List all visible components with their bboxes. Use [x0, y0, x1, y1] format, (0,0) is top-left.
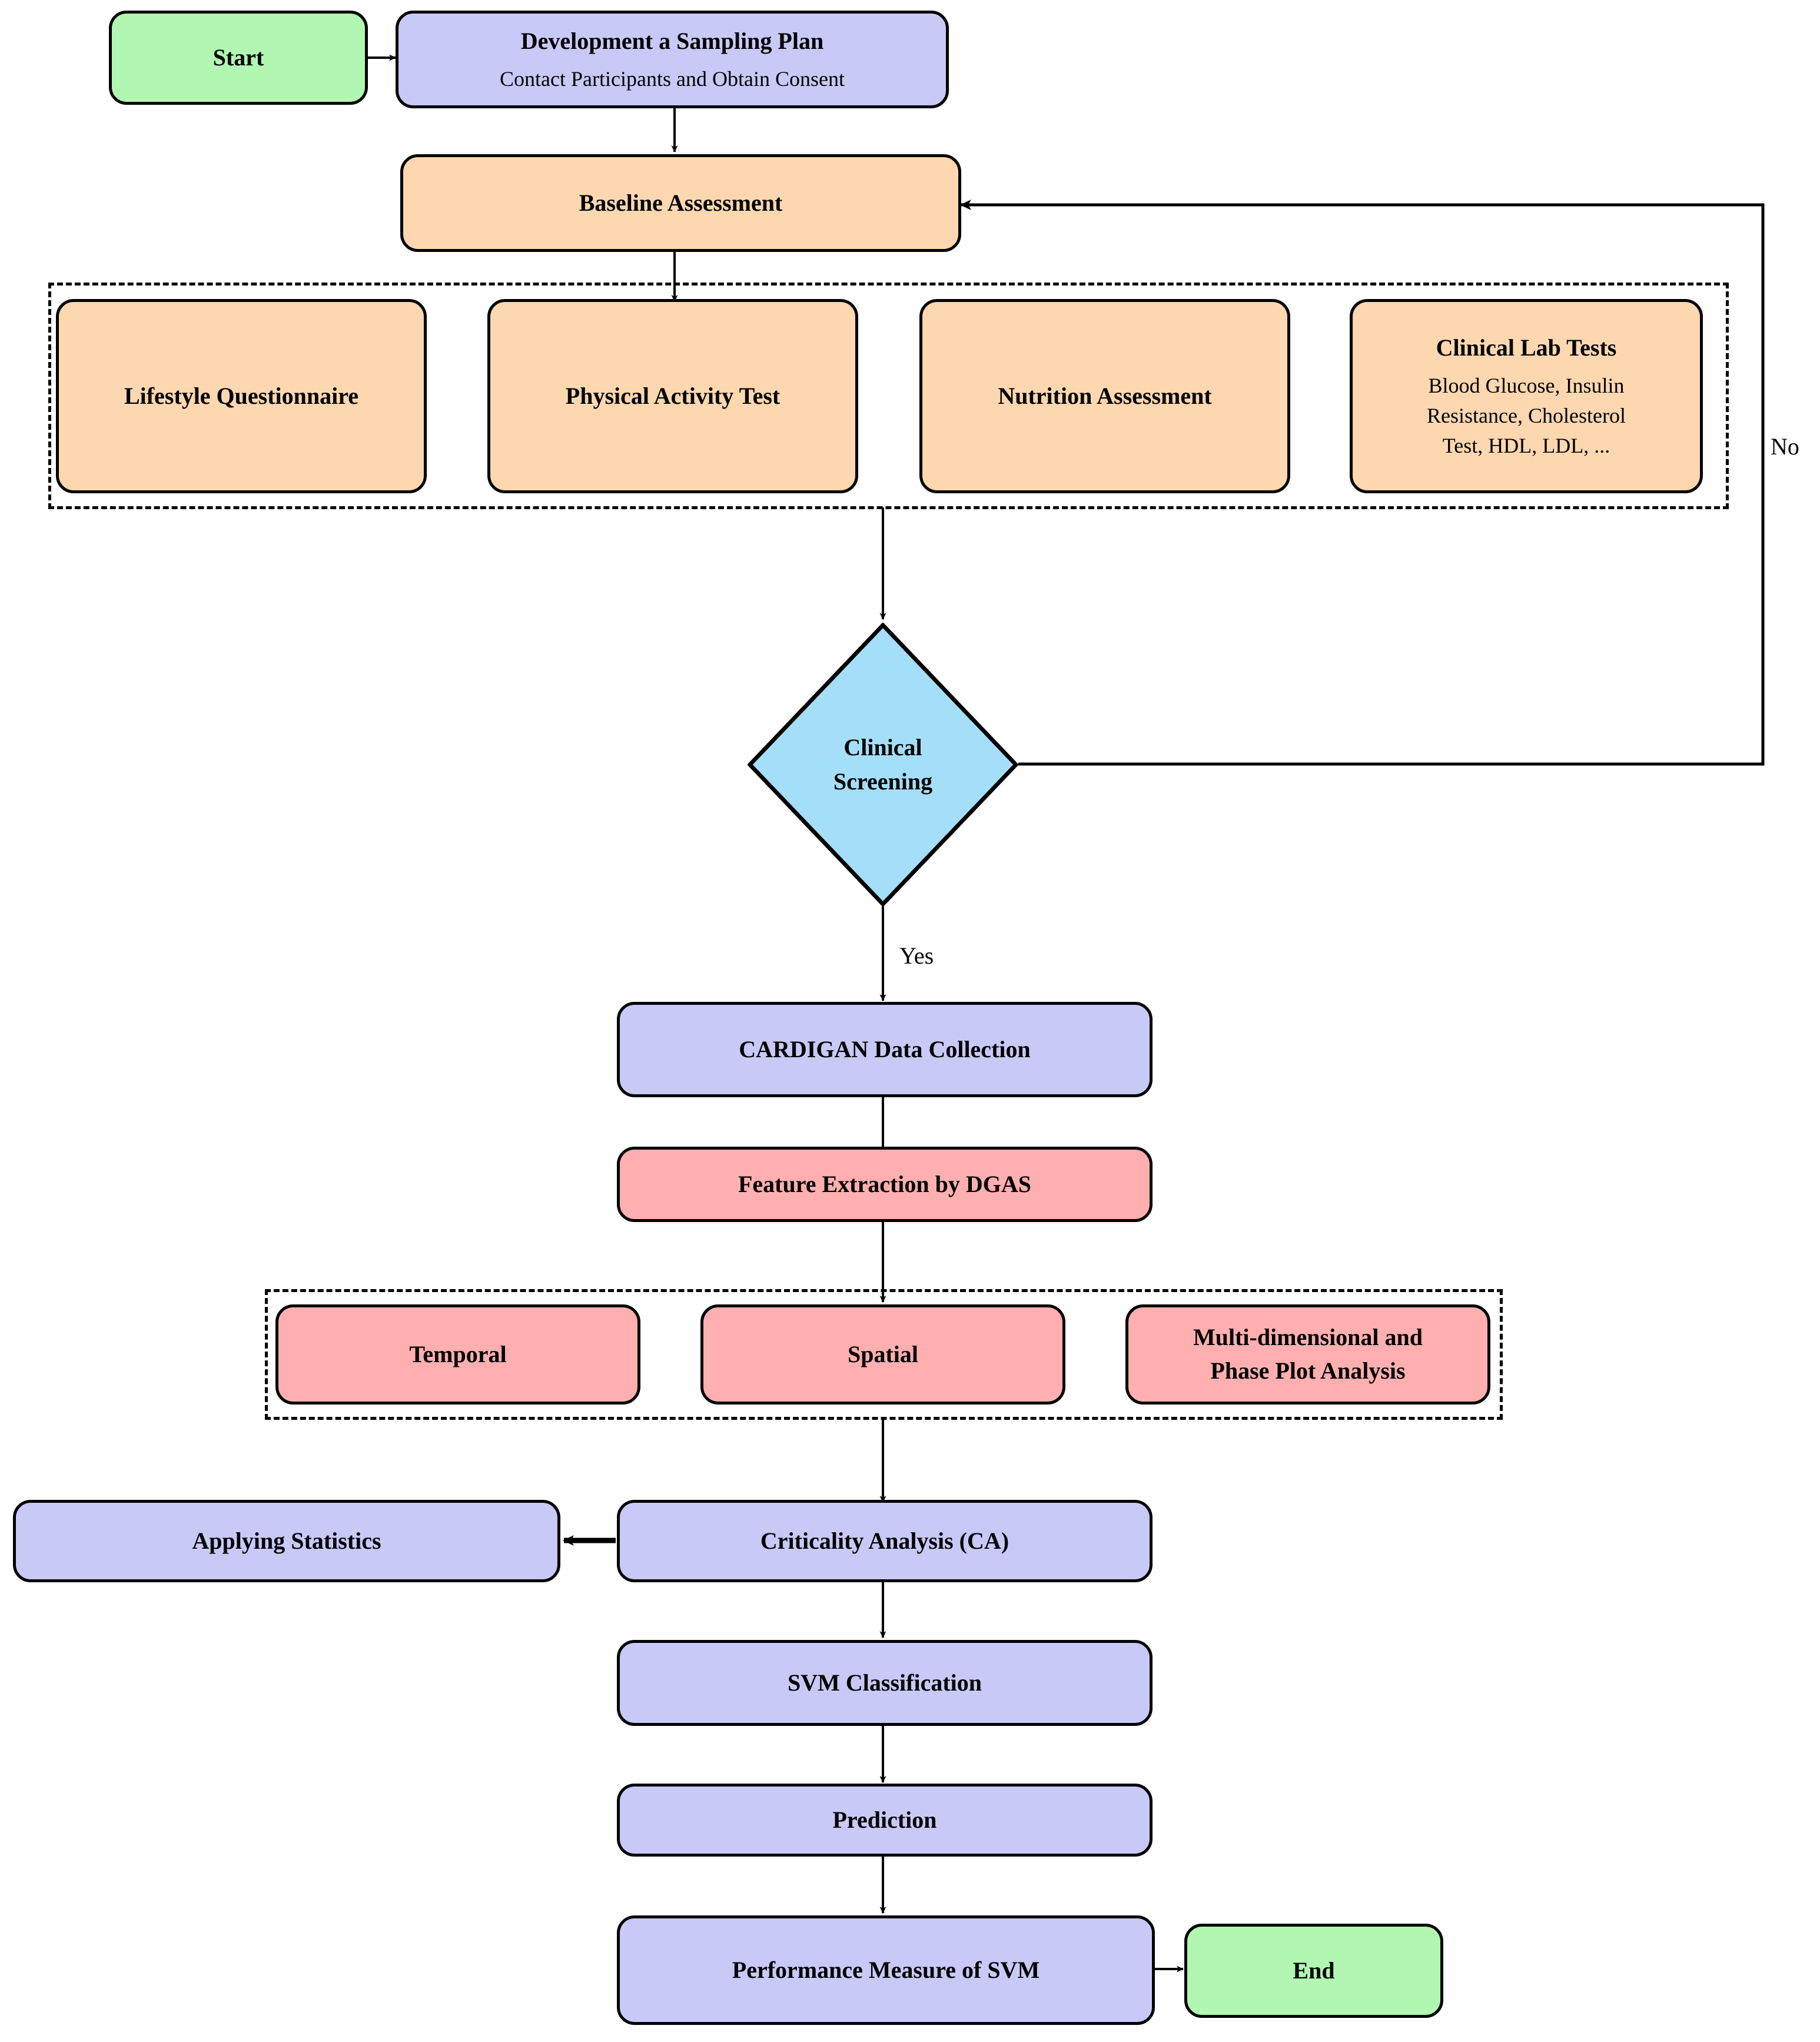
diamond-shape	[747, 622, 1019, 908]
node-criticality-analysis[interactable]: Criticality Analysis (CA)	[617, 1500, 1153, 1582]
node-spatial[interactable]: Spatial	[700, 1304, 1065, 1405]
node-baseline-assessment[interactable]: Baseline Assessment	[400, 154, 961, 252]
node-clinical-screening-line2: Screening	[833, 768, 933, 795]
node-svm-classification[interactable]: SVM Classification	[617, 1640, 1153, 1726]
node-nutrition-assessment[interactable]: Nutrition Assessment	[919, 299, 1290, 493]
node-physical-activity-test[interactable]: Physical Activity Test	[487, 299, 858, 493]
node-start-label: Start	[212, 44, 264, 71]
node-performance-measure-label: Performance Measure of SVM	[732, 1956, 1040, 1983]
node-clinical-lab-tests-title: Clinical Lab Tests	[1436, 334, 1617, 361]
node-clinical-screening-line1: Clinical	[843, 734, 922, 761]
node-applying-statistics[interactable]: Applying Statistics	[13, 1500, 560, 1582]
node-temporal-label: Temporal	[409, 1340, 507, 1367]
node-prediction-label: Prediction	[832, 1806, 937, 1833]
node-temporal[interactable]: Temporal	[275, 1304, 640, 1405]
node-applying-statistics-label: Applying Statistics	[192, 1527, 381, 1554]
node-sampling-plan[interactable]: Development a Sampling Plan Contact Part…	[396, 11, 949, 108]
node-physical-activity-test-label: Physical Activity Test	[565, 382, 781, 409]
node-feature-extraction-label: Feature Extraction by DGAS	[738, 1170, 1032, 1197]
node-clinical-lab-tests-line1: Blood Glucose, Insulin	[1428, 373, 1625, 397]
edge-label-yes: Yes	[899, 942, 934, 969]
assessment-group-container	[48, 283, 1729, 509]
node-clinical-screening-label: Clinical Screening	[748, 623, 1018, 907]
node-spatial-label: Spatial	[847, 1340, 919, 1367]
node-cardigan-data-collection-label: CARDIGAN Data Collection	[739, 1035, 1031, 1062]
node-multidimensional-line2: Phase Plot Analysis	[1210, 1357, 1406, 1384]
node-performance-measure[interactable]: Performance Measure of SVM	[617, 1915, 1155, 2025]
node-lifestyle-questionnaire-label: Lifestyle Questionnaire	[124, 382, 359, 409]
node-feature-extraction[interactable]: Feature Extraction by DGAS	[617, 1147, 1153, 1222]
node-baseline-assessment-label: Baseline Assessment	[579, 189, 783, 216]
node-clinical-lab-tests[interactable]: Clinical Lab Tests Blood Glucose, Insuli…	[1350, 299, 1703, 493]
node-multidimensional-line1: Multi-dimensional and	[1193, 1324, 1423, 1351]
node-start[interactable]: Start	[109, 11, 368, 105]
node-end-label: End	[1293, 1957, 1335, 1984]
node-sampling-plan-subtitle: Contact Participants and Obtain Consent	[500, 67, 845, 91]
node-svm-classification-label: SVM Classification	[788, 1669, 982, 1696]
edge-label-no: No	[1771, 433, 1799, 460]
node-clinical-lab-tests-line3: Test, HDL, LDL, ...	[1442, 433, 1610, 457]
node-multidimensional-phase-plot[interactable]: Multi-dimensional and Phase Plot Analysi…	[1125, 1304, 1490, 1405]
node-prediction[interactable]: Prediction	[617, 1784, 1153, 1857]
node-clinical-lab-tests-line2: Resistance, Cholesterol	[1427, 403, 1626, 427]
node-cardigan-data-collection[interactable]: CARDIGAN Data Collection	[617, 1002, 1153, 1097]
node-end[interactable]: End	[1184, 1924, 1443, 2018]
node-nutrition-assessment-label: Nutrition Assessment	[998, 382, 1212, 409]
node-lifestyle-questionnaire[interactable]: Lifestyle Questionnaire	[56, 299, 427, 493]
feature-group-container	[265, 1289, 1503, 1420]
node-sampling-plan-title: Development a Sampling Plan	[520, 28, 824, 55]
node-criticality-analysis-label: Criticality Analysis (CA)	[760, 1527, 1009, 1554]
node-clinical-screening[interactable]: Clinical Screening	[747, 622, 1019, 908]
